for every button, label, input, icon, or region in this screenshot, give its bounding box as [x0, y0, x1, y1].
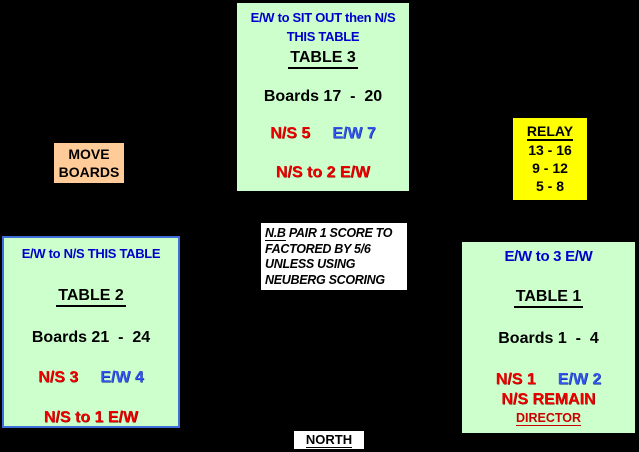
relay-range-1: 13 - 16 — [528, 142, 572, 158]
table2-pairs: N/S 3 E/W 4 — [4, 369, 178, 387]
relay-box: RELAY 13 - 16 9 - 12 5 - 8 — [513, 118, 587, 200]
relay-range-3: 5 - 8 — [535, 178, 564, 194]
table3-header-line2: THIS TABLE — [286, 29, 360, 44]
move-boards-line2: BOARDS — [58, 164, 120, 180]
table1-header-line1: E/W to 3 E/W — [504, 248, 593, 265]
table2-boards: Boards 21 - 24 — [31, 329, 151, 346]
table1-title: TABLE 1 — [462, 288, 635, 308]
scoring-note-line2: FACTORED BY 5/6 — [265, 241, 371, 256]
table2-ns-pair: N/S 3 — [38, 369, 79, 386]
table1-ns-pair: N/S 1 — [495, 371, 536, 388]
nb-abbrev: N.B — [265, 226, 286, 241]
relay-title: RELAY — [526, 123, 574, 141]
table3-ew-pair: E/W 7 — [332, 125, 376, 142]
table2-title: TABLE 2 — [4, 287, 178, 307]
scoring-note-line3: UNLESS USING — [265, 257, 356, 271]
table3-movement: N/S to 2 E/W — [275, 164, 371, 181]
move-boards-line1: MOVE — [68, 146, 110, 162]
table3-box: E/W to SIT OUT then N/S THIS TABLE TABLE… — [236, 2, 410, 192]
table2-header-line1: E/W to N/S THIS TABLE — [21, 246, 161, 261]
scoring-note-line1: N.B PAIR 1 SCORE TO — [265, 226, 393, 241]
scoring-note-box: N.B PAIR 1 SCORE TO FACTORED BY 5/6 UNLE… — [260, 222, 408, 291]
table3-header-line1: E/W to SIT OUT then N/S — [250, 10, 396, 25]
table1-remain: N/S REMAIN — [501, 391, 596, 408]
north-label: NORTH — [305, 431, 353, 448]
table2-ew-pair: E/W 4 — [100, 369, 144, 386]
table1-ew-pair: E/W 2 — [557, 371, 602, 388]
table3-boards: Boards 17 - 20 — [263, 88, 383, 105]
move-boards-box: MOVE BOARDS — [53, 142, 125, 184]
scoring-note-line4: NEUBERG SCORING — [265, 272, 385, 287]
table2-box: E/W to N/S THIS TABLE TABLE 2 Boards 21 … — [2, 236, 180, 428]
table2-movement: N/S to 1 E/W — [43, 409, 139, 426]
north-box: NORTH — [293, 430, 365, 450]
table1-boards: Boards 1 - 4 — [498, 330, 599, 347]
table3-title: TABLE 3 — [237, 49, 409, 69]
relay-range-2: 9 - 12 — [532, 160, 568, 176]
table1-pairs: N/S 1 E/W 2 — [462, 371, 635, 389]
table1-box: E/W to 3 E/W TABLE 1 Boards 1 - 4 N/S 1 E… — [461, 241, 636, 434]
table3-ns-pair: N/S 5 — [270, 125, 311, 142]
table3-pairs: N/S 5 E/W 7 — [237, 125, 409, 143]
table1-director: DIRECTOR — [515, 411, 582, 426]
